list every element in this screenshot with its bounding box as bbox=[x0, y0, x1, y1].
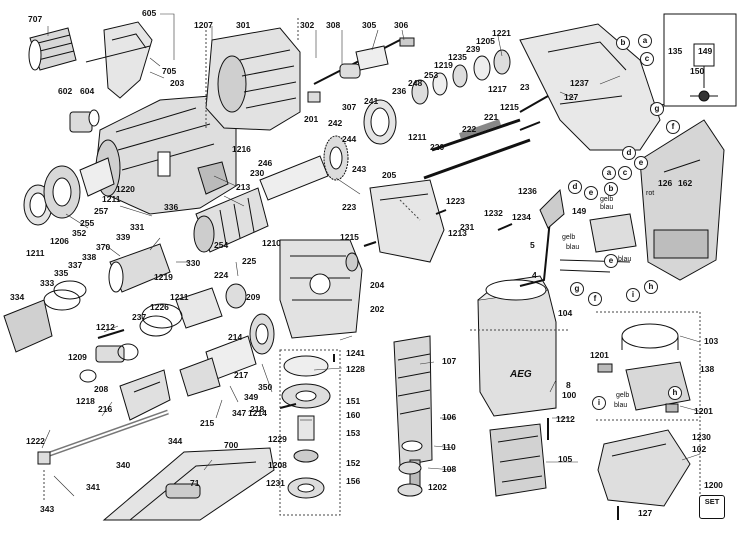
switch-shaft-part bbox=[307, 37, 415, 103]
gear-housing-part bbox=[95, 95, 237, 215]
piston-part bbox=[179, 313, 275, 397]
screw-set-part bbox=[97, 95, 619, 520]
depth-stop-part bbox=[69, 109, 100, 133]
gear-wheel-part bbox=[323, 135, 349, 181]
set-badge-label: SET bbox=[704, 497, 720, 506]
power-cable-part bbox=[519, 188, 565, 287]
cover-plate-part bbox=[369, 179, 445, 263]
fan-flange-part bbox=[281, 355, 331, 499]
armature-part bbox=[393, 335, 433, 497]
bearing-set-part bbox=[363, 49, 511, 145]
side-handle-part bbox=[85, 21, 153, 99]
tool-case-part bbox=[102, 447, 275, 521]
assembly-group-boxes bbox=[43, 18, 701, 520]
spline-shaft-part bbox=[37, 409, 169, 465]
brand-logo: AEG bbox=[510, 369, 532, 380]
drill-chuck-part bbox=[28, 27, 77, 71]
switch-module-part bbox=[559, 213, 637, 273]
drive-shaft-part bbox=[423, 118, 531, 180]
rear-housing-part bbox=[639, 119, 725, 281]
front-ring-set-part bbox=[23, 157, 115, 226]
crank-part bbox=[139, 283, 247, 337]
switch-schematic-part bbox=[663, 13, 737, 107]
spindle-tube-part bbox=[193, 155, 329, 253]
field-stator-part bbox=[489, 423, 547, 497]
rear-cover-part bbox=[597, 429, 691, 507]
intermediate-flange-part bbox=[205, 27, 301, 131]
motor-housing-part bbox=[477, 275, 557, 417]
set-badge: SET bbox=[699, 495, 725, 519]
handle-housing-part bbox=[519, 23, 661, 151]
brush-holder-part bbox=[597, 323, 691, 413]
callout-leader-lines bbox=[41, 13, 703, 497]
gearbox-housing-part bbox=[279, 239, 363, 339]
tool-holder-part bbox=[3, 243, 171, 353]
guide-part bbox=[119, 369, 171, 421]
striker-part bbox=[79, 343, 139, 383]
